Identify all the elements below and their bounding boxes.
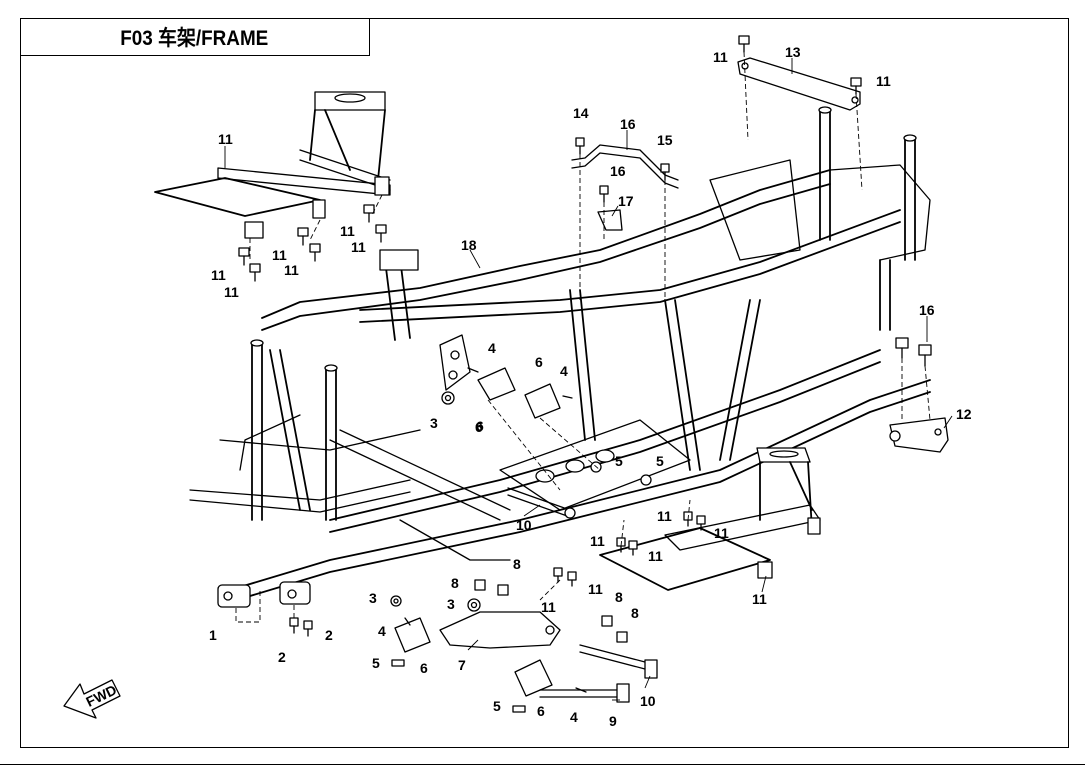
main-frame [189,106,931,608]
rear-rack [599,447,821,591]
callout: 8 [451,575,459,591]
assembly-lines [235,51,931,623]
callout: 11 [588,581,603,597]
callout: 14 [573,105,589,121]
callout: 2 [325,627,333,643]
callout: 8 [615,589,623,605]
callout: 8 [513,556,521,572]
callout-labels: 1 2 2 3 3 3 4 4 4 4 5 5 5 5 6 6 6 6 6 7 … [209,44,972,729]
callout: 11 [752,591,767,607]
callout: 4 [570,709,578,725]
callout: 11 [224,284,239,300]
callout: 3 [430,415,438,431]
callout: 6 [420,660,428,676]
callout: 11 [272,247,287,263]
callout: 5 [615,453,623,469]
rear-hitch-bracket [889,417,949,453]
callout: 11 [351,239,366,255]
upper-brackets [571,144,679,231]
callout: 17 [618,193,634,209]
page-title: F03 车架/FRAME [120,26,269,50]
callout: 11 [590,533,605,549]
callout: 13 [785,44,801,60]
callout: 11 [713,49,728,65]
callout: 8 [631,605,639,621]
callout: 15 [657,132,673,148]
callout: 2 [278,649,286,665]
callout: 4 [488,340,496,356]
drawing-border [20,18,1069,748]
callout: 3 [447,596,455,612]
callout: 18 [461,237,477,253]
callout: 11 [218,131,233,147]
callout: 11 [876,73,891,89]
callout: 6 [476,418,484,434]
callout: 1 [209,627,217,643]
callout: 16 [620,116,636,132]
callout: 10 [640,693,656,709]
callout: 11 [340,223,355,239]
callout: 4 [560,363,568,379]
callout: 11 [541,599,556,615]
callout: 9 [609,713,617,729]
callout: 11 [657,508,672,524]
callout: 12 [956,406,972,422]
rear-top-brace [737,57,861,111]
engine-mounts [394,367,658,703]
callout: 7 [458,657,466,673]
callout: 3 [369,590,377,606]
callout: 5 [372,655,380,671]
callout: 16 [610,163,626,179]
callout: 4 [378,623,386,639]
fwd-arrow-icon: FWD [63,679,121,719]
fasteners [238,35,932,713]
callout: 6 [537,703,545,719]
callout: 5 [656,453,664,469]
callout: 10 [516,517,532,533]
front-rack [154,91,391,239]
callout: 11 [211,267,226,283]
callout: 11 [284,262,299,278]
callout: 11 [714,525,729,541]
callout: 16 [919,302,935,318]
callout: 6 [475,419,483,435]
bottom-rule [0,764,1085,765]
callout: 5 [493,698,501,714]
callout: 6 [535,354,543,370]
title-box: F03 车架/FRAME [20,18,370,56]
callout: 11 [648,548,663,564]
leader-lines [224,58,953,701]
